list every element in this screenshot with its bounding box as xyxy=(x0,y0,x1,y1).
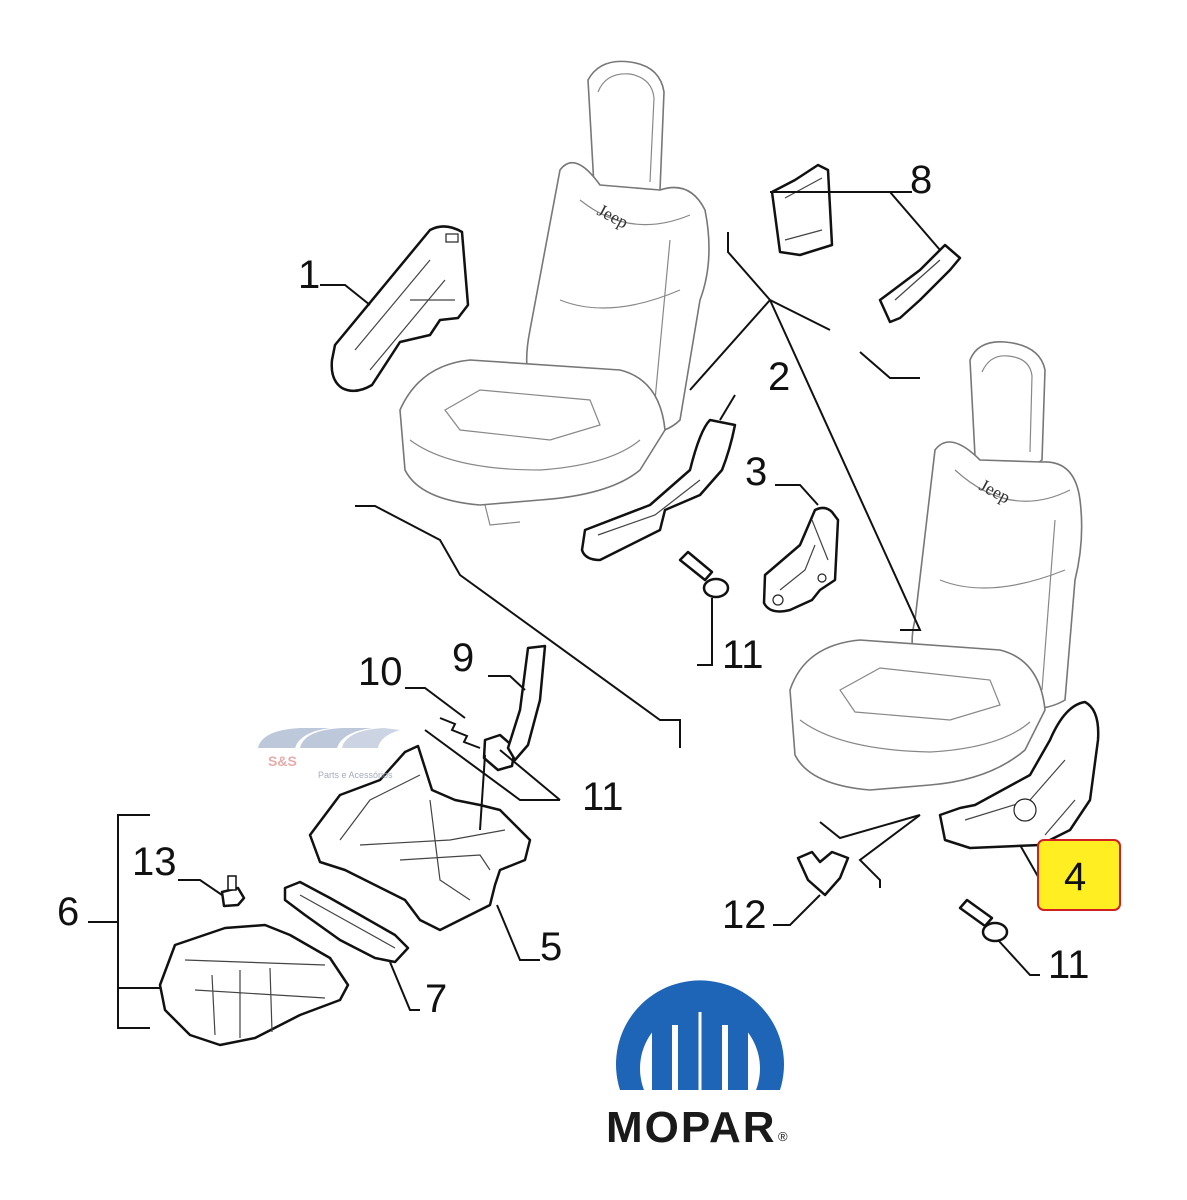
mopar-logo: MOPAR ® xyxy=(606,980,788,1152)
callout-12: 12 xyxy=(722,893,767,937)
callout-11-a: 11 xyxy=(722,633,764,677)
callout-10: 10 xyxy=(358,650,403,694)
callout-7: 7 xyxy=(425,977,447,1021)
callout-4: 4 xyxy=(1064,855,1086,899)
callout-labels: 1 2 3 8 11 10 9 11 13 6 5 7 12 11 4 xyxy=(57,158,1121,1021)
part-13-plug xyxy=(220,875,246,908)
ss-watermark: S&S Parts e Acessórios xyxy=(258,728,400,780)
upper-seat: Jeep xyxy=(399,60,710,526)
registered-mark: ® xyxy=(778,1129,788,1144)
part-3-bracket xyxy=(762,506,840,613)
part-10-spring xyxy=(439,717,481,749)
part-2-trim xyxy=(580,418,737,562)
ss-watermark-subtitle: Parts e Acessórios xyxy=(318,770,393,780)
mopar-wordmark: MOPAR xyxy=(606,1103,777,1152)
part-1-side-shield xyxy=(330,225,470,393)
callout-8: 8 xyxy=(910,158,932,202)
callout-1: 1 xyxy=(298,253,320,297)
screw-11-b xyxy=(958,898,1009,943)
callout-13: 13 xyxy=(132,840,177,884)
ss-watermark-mark: S&S xyxy=(268,753,297,769)
callout-2: 2 xyxy=(768,355,790,399)
part-6-base-tray xyxy=(158,923,350,1047)
bracket-lines xyxy=(355,232,922,888)
screws-11 xyxy=(482,550,1009,943)
part-7-rail xyxy=(283,880,410,964)
callout-9: 9 xyxy=(452,636,474,680)
callout-3: 3 xyxy=(745,450,767,494)
lower-seat: Jeep xyxy=(789,341,1083,791)
part-4-side-shield xyxy=(938,700,1100,850)
callout-11-b: 11 xyxy=(582,775,624,819)
part-8-covers xyxy=(770,163,962,324)
callout-4-highlight xyxy=(1037,839,1121,911)
callout-5: 5 xyxy=(540,925,562,969)
callout-11-c: 11 xyxy=(1048,943,1090,987)
callout-6: 6 xyxy=(57,890,79,934)
callout-leaders xyxy=(88,191,1041,1029)
part-9-strap xyxy=(506,644,547,762)
screw-11-a xyxy=(678,550,730,599)
part-5-seat-pan xyxy=(308,744,532,932)
part-12-clip xyxy=(796,850,850,897)
